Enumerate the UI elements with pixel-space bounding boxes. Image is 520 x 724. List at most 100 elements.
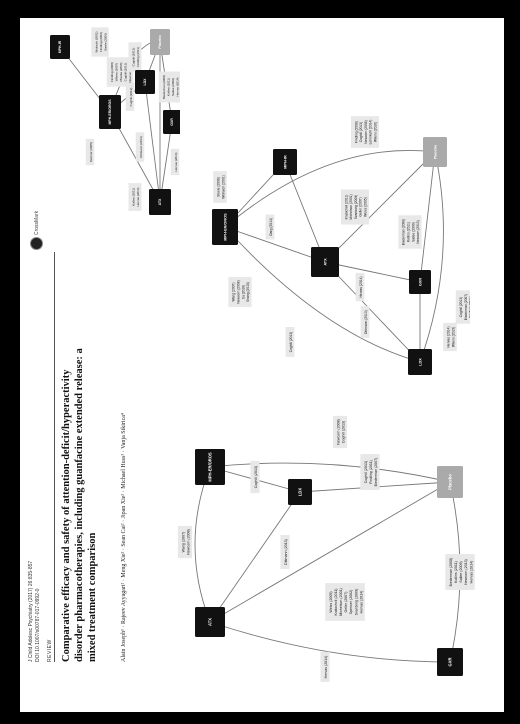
study-citation: Kratochvil (2011) bbox=[344, 195, 348, 220]
treatment-node-plc3: Placebo bbox=[150, 29, 170, 55]
network-edge bbox=[209, 481, 451, 623]
study-citation: Hervas (2014) bbox=[359, 277, 363, 298]
edge-study-label: Hervas (2014) bbox=[170, 148, 180, 176]
treatment-node-label: Placebo bbox=[433, 144, 437, 159]
network-edge bbox=[419, 151, 436, 283]
study-citation: Newcorn (2008) bbox=[364, 120, 368, 143]
edge-study-label: Dittmann (2013) bbox=[135, 132, 145, 162]
study-citation: Steele (2006) bbox=[103, 33, 107, 51]
study-citation: Hervas (2014) bbox=[136, 187, 140, 206]
study-citation: Weiss (2005) bbox=[329, 591, 333, 612]
edge-study-label: Coghill (2013) bbox=[250, 460, 260, 494]
study-citation: Coghill (2013) bbox=[132, 48, 136, 67]
study-citation: Findling (2008) bbox=[110, 62, 114, 82]
study-citation: Kollins (2011) bbox=[166, 78, 170, 96]
study-citation: Kratochvil (2011) bbox=[334, 589, 338, 616]
author-list: Alain Joseph¹ · Rajeev Ayyagari² · Meng … bbox=[121, 413, 127, 662]
study-citation: Biederman (2007) bbox=[374, 458, 378, 487]
study-citation: Findling (2011) bbox=[369, 460, 373, 484]
journal-citation: J Child Adolesc Psychiatry (2017) 26:835… bbox=[28, 560, 34, 662]
study-citation: Newcorn (2013) bbox=[416, 220, 420, 243]
treatment-node-gxr: GXR bbox=[437, 648, 463, 676]
network-edge bbox=[144, 81, 161, 203]
study-citation: Shang (2015) bbox=[246, 282, 250, 302]
edge-study-label: Dittmann (2013) bbox=[280, 534, 290, 570]
study-citation: Svanborg (2009) bbox=[354, 195, 358, 220]
study-citation: Hervas (2014) bbox=[359, 591, 363, 614]
study-citation: Kollins (2011) bbox=[132, 188, 136, 206]
edge-study-label: Kratochvil (2011)Michelson (2001)Svanbor… bbox=[341, 189, 369, 225]
study-citation: Weiss (2005) bbox=[364, 197, 368, 216]
study-citation: Wilens (2015) bbox=[451, 327, 455, 347]
network-diagram-2: Wang (2007)Newcorn (2008)Su (2016)Shang … bbox=[212, 116, 470, 375]
edge-study-label: Steele (2006)Wolraich (2001) bbox=[213, 171, 227, 203]
network-edge bbox=[224, 226, 326, 263]
edge-study-label: Biederman (2008)Kollins (2011)Sallee (20… bbox=[445, 554, 475, 590]
treatment-node-lux3: LDX bbox=[135, 70, 155, 94]
treatment-node-mph2: MPH-ER/OROS bbox=[212, 209, 238, 245]
edge-study-label: Hervas (2014)Wilens (2015) bbox=[443, 322, 457, 352]
study-citation: Wang (2007) bbox=[182, 532, 186, 553]
study-citation: Michelson (2001) bbox=[339, 588, 343, 616]
crossmark-label: CrossMark bbox=[33, 210, 40, 235]
network-diagram-1: Wang (2007)Newcorn (2008)Coghill (2013)D… bbox=[177, 415, 475, 682]
edge-study-label: Kollins (2011)Hervas (2014) bbox=[128, 183, 142, 211]
study-citation: Coghill (2013) bbox=[364, 461, 368, 483]
study-citation: Kollins (2011) bbox=[407, 222, 411, 242]
study-citation: Sallee (2009) bbox=[171, 78, 175, 96]
edge-study-label: Findling (2008)Wilens (2007)Pliszka (200… bbox=[106, 57, 134, 87]
study-citation: Steele (2006) bbox=[217, 177, 221, 197]
edge-study-label: Biederman (2008)Kollins (2011)Sallee (20… bbox=[398, 215, 422, 249]
study-citation: Findling (2011) bbox=[469, 296, 470, 318]
study-citation: Coghill (2013) bbox=[459, 297, 463, 318]
study-citation: Dittmann (2013) bbox=[139, 136, 143, 158]
study-citation: Svanborg (2009) bbox=[354, 589, 358, 616]
study-citation: Spencer (2002) bbox=[349, 590, 353, 615]
study-citation: Biederman (2008) bbox=[162, 75, 166, 99]
study-citation: Coghill (2013) bbox=[254, 466, 258, 488]
study-citation: Dittmann (2013) bbox=[284, 539, 288, 565]
study-citation: Findling (2011) bbox=[136, 47, 140, 67]
network-edge bbox=[324, 261, 421, 283]
treatment-node-gxr2: GXR bbox=[409, 270, 431, 294]
study-citation: Geller (2007) bbox=[359, 197, 363, 216]
study-citation: Wilens (2007) bbox=[114, 63, 118, 82]
edge-study-label: Dittmann (2013) bbox=[360, 306, 370, 338]
study-citation: Hervas (2014) bbox=[174, 152, 178, 171]
edge-study-label: Findling (2008)Coghill (2013)Newcorn (20… bbox=[351, 116, 379, 148]
treatment-node-label: MPH-ER/OROS bbox=[207, 452, 212, 482]
study-citation: Newcorn (2008) bbox=[128, 61, 132, 82]
network-edge bbox=[419, 151, 444, 363]
treatment-node-atx3: ATX bbox=[149, 189, 171, 215]
study-citation: Kollins (2011) bbox=[454, 561, 458, 583]
edge-study-label: Hervas (2014) bbox=[355, 272, 365, 302]
network-diagram-3: Wolraich (2001)Findling (2006)Steele (20… bbox=[50, 27, 180, 215]
study-citation: Dittmann (2013) bbox=[364, 310, 368, 334]
rotated-page-content: J Child Adolesc Psychiatry (2017) 26:835… bbox=[20, 18, 504, 712]
treatment-node-label: MPH-ER/OROS bbox=[223, 213, 227, 241]
study-citation: Coghill (2013) bbox=[342, 421, 346, 443]
treatment-node-label: ATX bbox=[158, 198, 162, 205]
treatment-node-label: Placebo bbox=[447, 474, 452, 490]
study-citation: Hervas (2014) bbox=[469, 561, 473, 584]
edge-study-label: Kemner (2005) bbox=[85, 138, 95, 166]
treatment-node-label: MPH-ER/OROS bbox=[108, 99, 112, 125]
network-edge bbox=[194, 466, 211, 623]
treatment-node-label: LDX bbox=[143, 78, 147, 86]
edge-study-label: Hervas (2014) bbox=[320, 651, 330, 682]
treatment-node-lux: LDX bbox=[288, 479, 312, 505]
study-citation: Newcorn (2008) bbox=[337, 419, 341, 445]
edge-study-label: Coghill (2013)Findling (2011)Biederman (… bbox=[360, 454, 380, 490]
edge-study-label: Wang (2007)Newcorn (2008) bbox=[177, 525, 193, 559]
edge-study-label: Coghill (2013)Biederman (2007)Findling (… bbox=[455, 290, 470, 324]
treatment-node-label: GXR bbox=[170, 118, 174, 126]
study-citation: Su (2016) bbox=[241, 285, 245, 299]
study-citation: Geller (2007) bbox=[344, 592, 348, 613]
paper-page: J Child Adolesc Psychiatry (2017) 26:835… bbox=[20, 18, 504, 712]
study-citation: Coghill (2013) bbox=[129, 88, 133, 107]
treatment-node-mph4: MPH-IR bbox=[50, 35, 70, 59]
journal-doi: DOI 10.1007/s00787-017-0992-0 bbox=[35, 588, 41, 662]
treatment-node-label: MPH-IR bbox=[283, 155, 287, 169]
paper-title: Comparative efficacy and safety of atten… bbox=[61, 348, 98, 662]
treatment-node-plc: Placebo bbox=[437, 466, 463, 498]
